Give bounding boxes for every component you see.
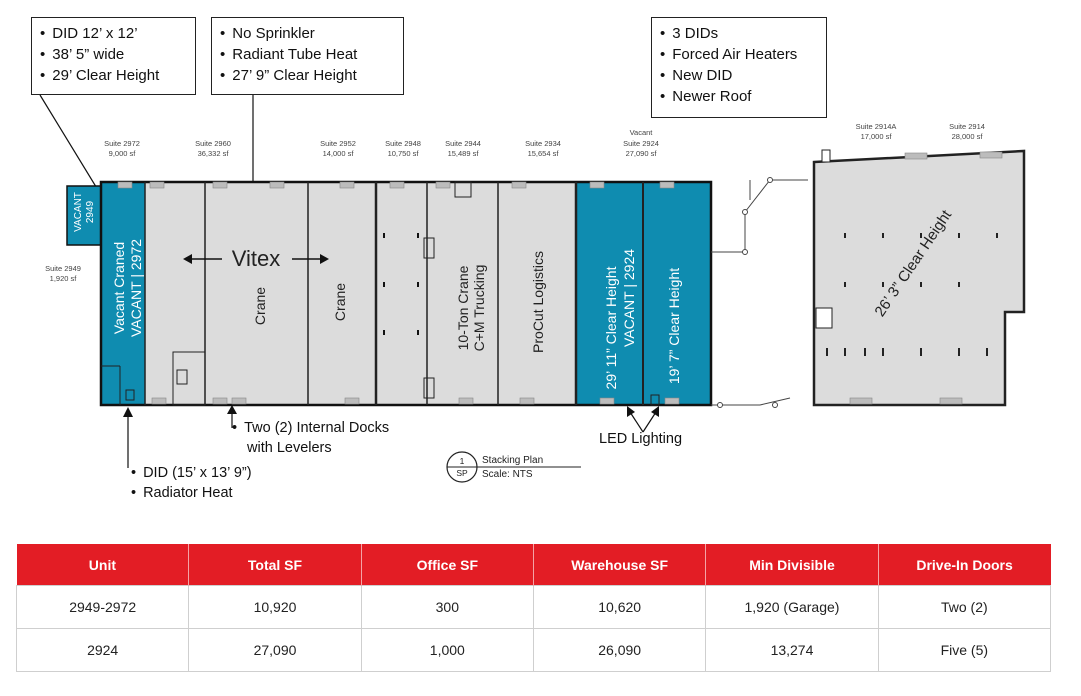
callout-item: Newer Roof	[660, 86, 818, 107]
crane-label-1: Crane	[252, 287, 268, 325]
table-cell: Two (2)	[877, 585, 1052, 629]
suite-2972-name: Suite 2972	[104, 139, 140, 148]
suite-2949-name: Suite 2949	[45, 264, 81, 273]
units-table: Unit Total SF Office SF Warehouse SF Min…	[15, 544, 1052, 672]
suite-2914-sf: 28,000 sf	[952, 132, 984, 141]
vitex-label: Vitex	[232, 246, 281, 271]
col-unit: Unit	[16, 544, 190, 586]
callout-item: 29’ Clear Height	[40, 65, 187, 86]
table-cell: 2924	[15, 628, 190, 672]
vacant-2949-label-a: VACANT	[73, 192, 84, 232]
stacking-num: 1	[460, 456, 465, 466]
vacant-2949-label-b: 2949	[85, 200, 96, 223]
table-cell: 26,090	[532, 628, 707, 672]
suite-2960-name: Suite 2960	[195, 139, 231, 148]
col-min-divisible: Min Divisible	[705, 544, 879, 586]
callout-left: DID 12’ x 12’ 38’ 5” wide 29’ Clear Heig…	[31, 17, 196, 95]
callout-item: 27’ 9” Clear Height	[220, 65, 395, 86]
vacant-2972-label: VACANT | 2972	[128, 239, 144, 337]
note-did-line-2: Radiator Heat	[131, 483, 252, 503]
procut-label: ProCut Logistics	[530, 251, 546, 353]
suite-2960-sf: 36,332 sf	[198, 149, 230, 158]
suite-2924-sf: 27,090 sf	[626, 149, 658, 158]
suite-2944-sf: 15,489 sf	[448, 149, 480, 158]
col-office-sf: Office SF	[361, 544, 534, 586]
suite-2948-name: Suite 2948	[385, 139, 421, 148]
vacant-craned-label: Vacant Craned	[111, 242, 127, 334]
note-led-text: LED Lighting	[599, 431, 683, 447]
suite-2944-name: Suite 2944	[445, 139, 481, 148]
table-cell: Five (5)	[877, 628, 1052, 672]
suite-2914a-sf: 17,000 sf	[861, 132, 893, 141]
callout-item: New DID	[660, 65, 818, 86]
note-did: DID (15’ x 13’ 9”) Radiator Heat	[131, 463, 252, 503]
table-cell: 13,274	[705, 628, 879, 672]
clear-height-2924-label: 29’ 11” Clear Height	[603, 266, 619, 389]
callout-middle: No Sprinkler Radiant Tube Heat 27’ 9” Cl…	[211, 17, 404, 95]
suite-2934-sf: 15,654 sf	[528, 149, 560, 158]
note-did-line-1: DID (15’ x 13’ 9”)	[131, 463, 252, 483]
callout-item: DID 12’ x 12’	[40, 23, 187, 44]
suite-2924-name: Suite 2924	[623, 139, 659, 148]
vacant-2924-label: VACANT | 2924	[621, 249, 637, 347]
callout-item: Forced Air Heaters	[660, 44, 818, 65]
clear-height-19-label: 19’ 7” Clear Height	[666, 268, 682, 384]
suite-2949-sf: 1,920 sf	[50, 274, 78, 283]
col-drive-in-doors: Drive-In Doors	[878, 544, 1051, 586]
suite-2914a-name: Suite 2914A	[856, 122, 897, 131]
note-docks: Two (2) Internal Docks with Levelers	[232, 418, 389, 458]
stacking-scale: Scale: NTS	[482, 469, 533, 480]
table-cell: 27,090	[188, 628, 362, 672]
vacant-2972-area	[101, 182, 145, 405]
table-cell: 1,000	[360, 628, 534, 672]
crane-label-2: Crane	[332, 283, 348, 321]
stacking-code: SP	[456, 468, 468, 478]
table-header-row: Unit Total SF Office SF Warehouse SF Min…	[16, 544, 1051, 586]
suite-2952-sf: 14,000 sf	[323, 149, 355, 158]
callout-item: 38’ 5” wide	[40, 44, 187, 65]
suite-2934-name: Suite 2934	[525, 139, 561, 148]
note-docks-line-2: with Levelers	[247, 440, 332, 456]
vacant-2949-area	[66, 185, 102, 246]
table-row: 2949-2972 10,920 300 10,620 1,920 (Garag…	[15, 585, 1052, 629]
suite-2948-sf: 10,750 sf	[388, 149, 420, 158]
note-led: LED Lighting	[599, 429, 682, 449]
callout-item: 3 DIDs	[660, 23, 818, 44]
suite-2914-building	[812, 149, 1026, 407]
callout-right: 3 DIDs Forced Air Heaters New DID Newer …	[651, 17, 827, 118]
col-total-sf: Total SF	[188, 544, 362, 586]
floor-plan: Suite 2972 9,000 sf Suite 2960 36,332 sf…	[39, 94, 1026, 483]
col-warehouse-sf: Warehouse SF	[533, 544, 707, 586]
note-docks-line-1: Two (2) Internal Docks	[232, 418, 389, 438]
table-row: 2924 27,090 1,000 26,090 13,274 Five (5)	[15, 628, 1052, 672]
tenant-crane-label: 10-Ton Crane	[455, 265, 471, 350]
stacking-title: Stacking Plan	[482, 455, 543, 466]
table-cell: 300	[360, 585, 534, 629]
suite-2952-name: Suite 2952	[320, 139, 356, 148]
tenant-trucking-label: C+M Trucking	[471, 265, 487, 352]
suite-2972-sf: 9,000 sf	[109, 149, 137, 158]
suite-2914-name: Suite 2914	[949, 122, 985, 131]
callout-item: No Sprinkler	[220, 23, 395, 44]
callout-item: Radiant Tube Heat	[220, 44, 395, 65]
table-cell: 1,920 (Garage)	[705, 585, 879, 629]
table-cell: 10,920	[188, 585, 362, 629]
table-cell: 10,620	[532, 585, 707, 629]
suite-2924-status: Vacant	[630, 128, 654, 137]
table-cell: 2949-2972	[15, 585, 190, 629]
